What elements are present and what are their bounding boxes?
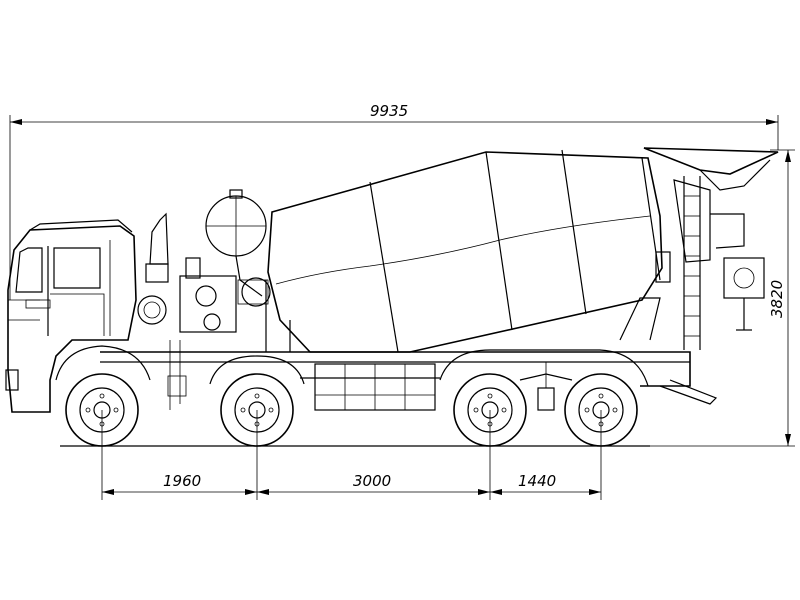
water-tank <box>205 189 267 297</box>
wheelbase-1-label: 1960 <box>163 472 201 490</box>
wheel-axle-2 <box>220 373 294 447</box>
middle-mudguard <box>209 355 305 385</box>
mixer-drum <box>265 149 671 353</box>
rear-mudguard <box>439 349 649 387</box>
overall-length-dimension: 9935 <box>9 102 779 300</box>
overall-length-label: 9935 <box>370 102 408 120</box>
rear-ladder <box>683 176 701 350</box>
wheelbase-dimensions: 1960 3000 1440 <box>101 410 602 500</box>
overall-height-dimension: 3820 <box>650 149 795 447</box>
wheel-axle-1 <box>65 373 139 447</box>
overall-height-label: 3820 <box>768 280 786 318</box>
wheel-axle-3 <box>453 373 527 447</box>
wheel-axle-4 <box>564 373 638 447</box>
wheelbase-3-label: 1440 <box>518 472 556 490</box>
drive-unit <box>167 257 271 410</box>
exhaust-stack <box>137 212 169 325</box>
rear-suspension <box>519 362 573 411</box>
truck-cab <box>5 219 151 413</box>
loading-hopper <box>643 147 779 331</box>
wheelbase-2-label: 3000 <box>353 472 391 490</box>
